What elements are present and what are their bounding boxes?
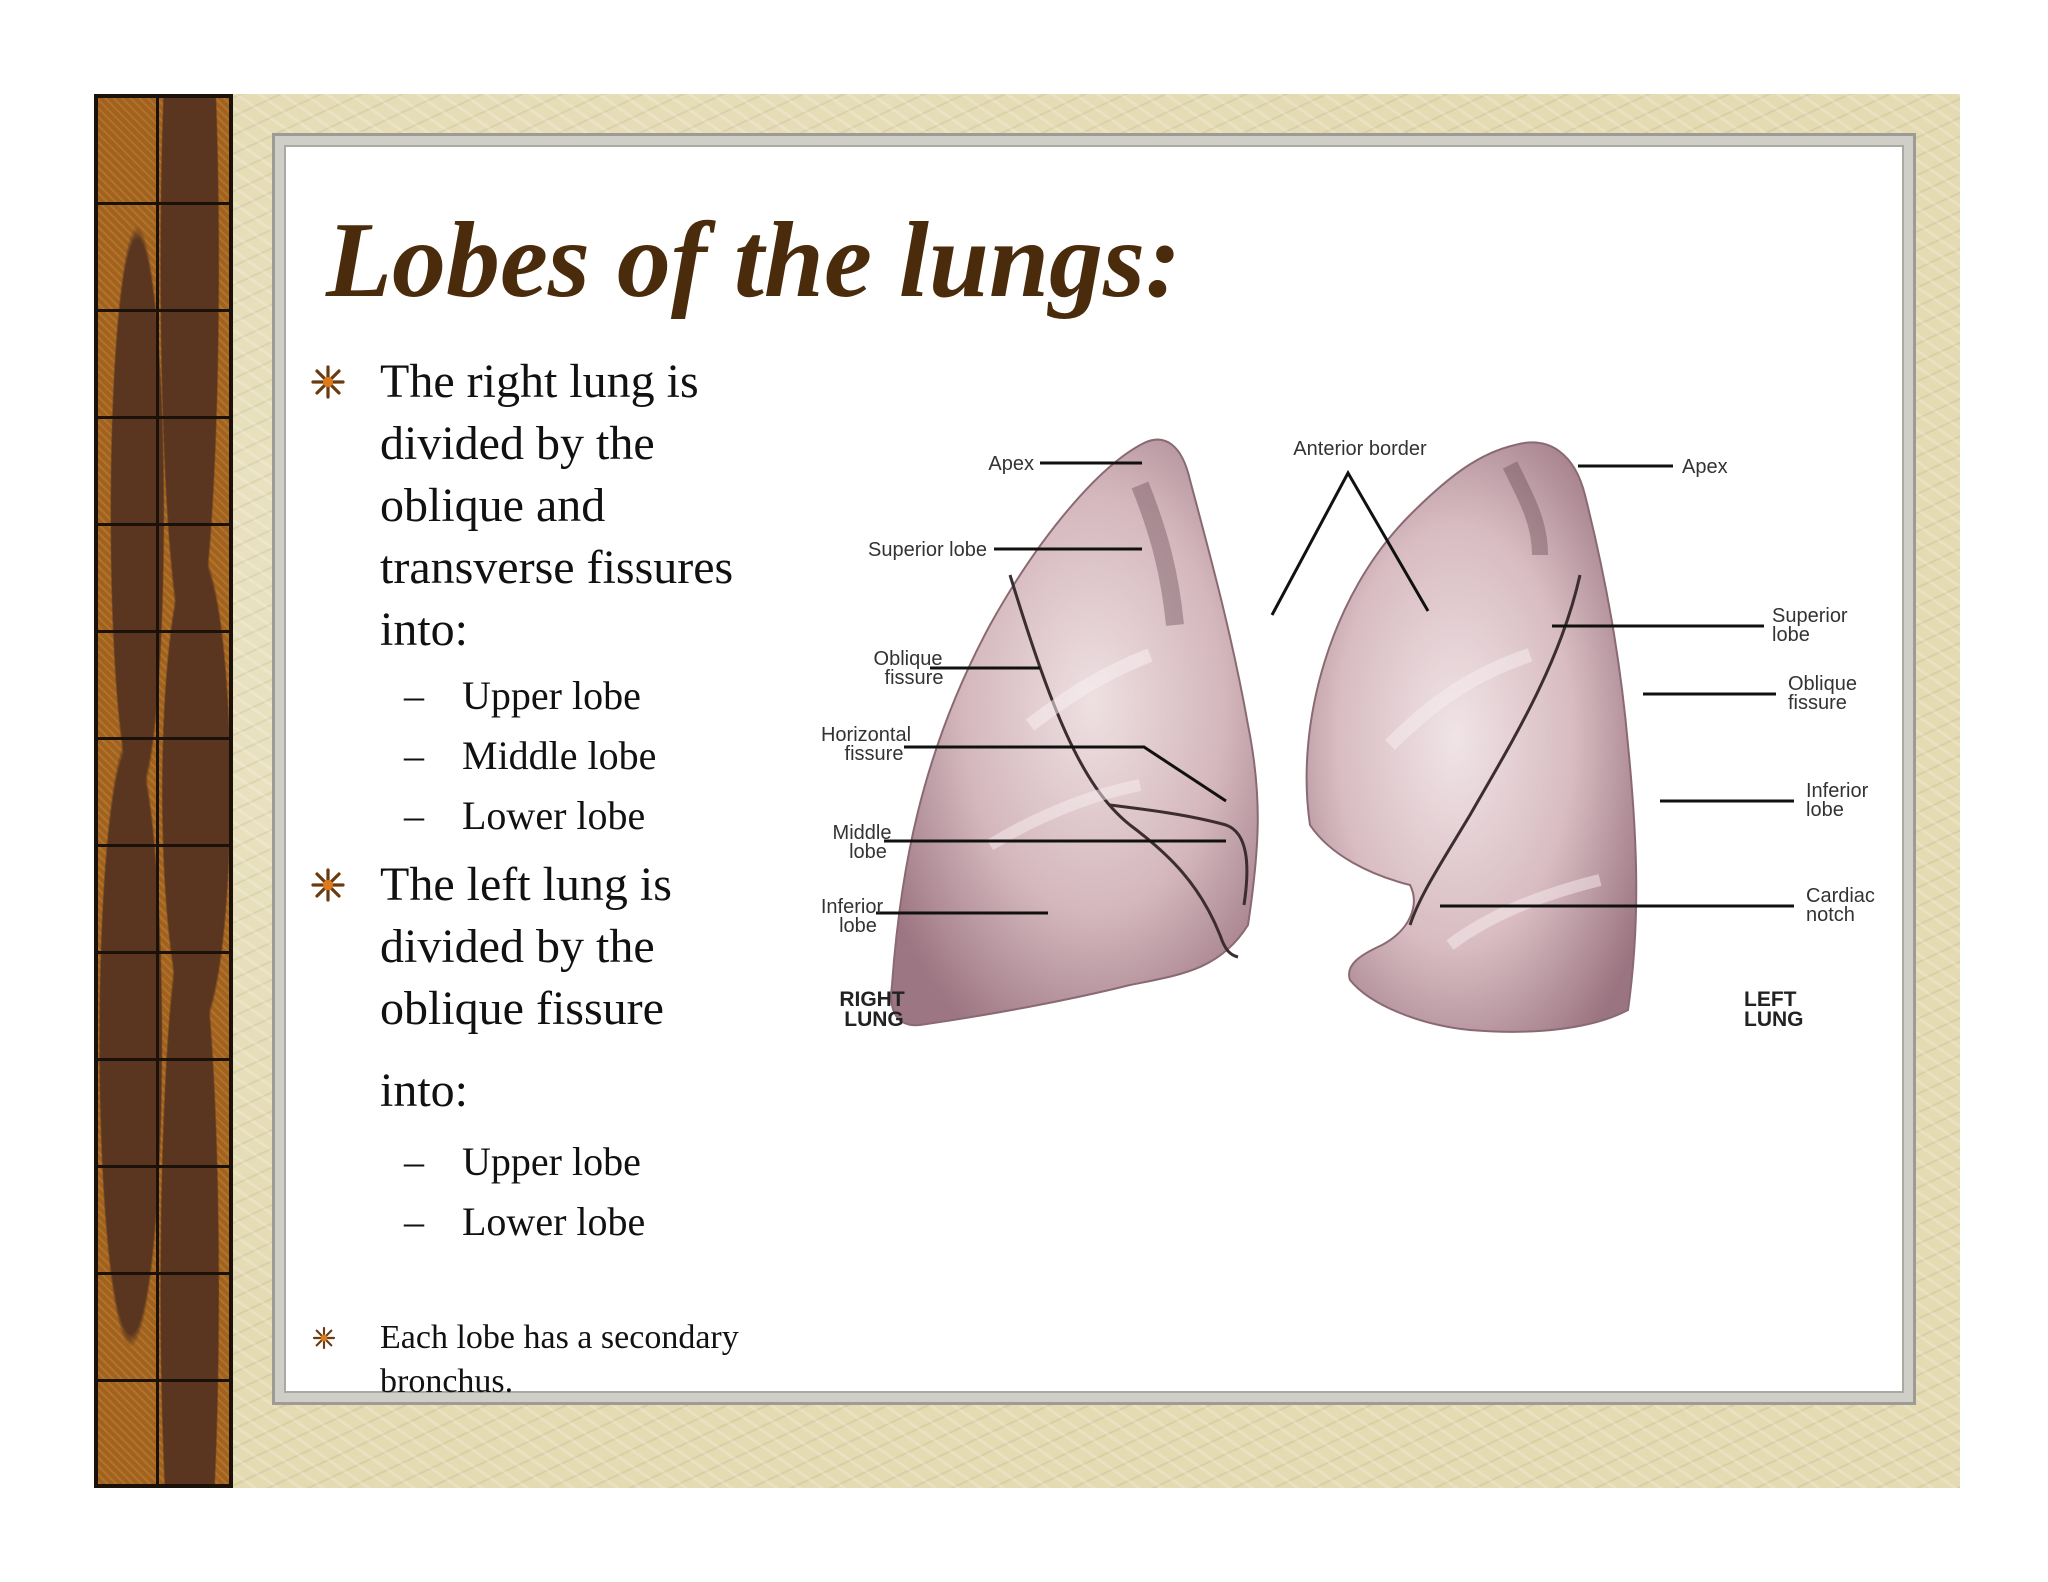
label-horizontal-fissure: fissure <box>845 743 904 765</box>
sub-item-label: Lower lobe <box>462 793 646 838</box>
star-bullet-icon <box>311 868 345 902</box>
bullet-left-lung: The left lung is divided by the oblique … <box>380 854 672 1040</box>
decorative-side-strip <box>94 94 233 1488</box>
bullet-line: bronchus. <box>380 1363 514 1400</box>
bullet-secondary-bronchus: Each lobe has a secondary bronchus. <box>380 1316 739 1404</box>
slide-title: Lobes of the lungs: <box>326 201 1182 320</box>
label-horizontal-fissure: Horizontal <box>821 724 911 746</box>
label-middle-lobe: Middle <box>833 822 892 844</box>
label-superior-lobe-right: Superior lobe <box>868 539 987 561</box>
label-apex-left: Apex <box>1682 456 1728 478</box>
bullet-line: Each lobe has a secondary <box>380 1319 739 1356</box>
star-bullet-icon <box>311 365 345 399</box>
dash-marker: – <box>404 1199 424 1244</box>
label-oblique-fissure-right: fissure <box>885 667 944 689</box>
label-superior-lobe-left: lobe <box>1772 624 1810 646</box>
sub-item-label: Upper lobe <box>462 1139 641 1184</box>
label-anterior-border: Anterior border <box>1293 438 1427 460</box>
label-apex-right: Apex <box>988 453 1034 475</box>
lungs-diagram: Apex Superior lobe Oblique fissure Horiz… <box>821 438 1875 1033</box>
label-right-lung: LUNG <box>844 1008 904 1031</box>
label-cardiac-notch: notch <box>1806 904 1855 926</box>
dash-marker: – <box>404 673 424 718</box>
right-lung-illustration <box>890 438 1259 1027</box>
bullet-line: divided by the <box>380 920 655 973</box>
label-inferior-lobe-left: Inferior <box>1806 780 1869 802</box>
bullet-line: into: <box>380 603 469 656</box>
label-oblique-fissure-left: Oblique <box>1788 673 1857 695</box>
leader-lines <box>876 461 1794 915</box>
bullet-left-lung-into: into: <box>380 1060 468 1122</box>
bullet-line: into: <box>380 1064 469 1117</box>
bullet-line: The left lung is <box>380 858 672 911</box>
bullet-line: The right lung is <box>380 355 699 408</box>
label-left-lung: LEFT <box>1744 988 1797 1011</box>
bullet-line: oblique and <box>380 479 606 532</box>
label-inferior-lobe-right: Inferior <box>821 896 884 918</box>
label-superior-lobe-left: Superior <box>1772 605 1848 627</box>
label-cardiac-notch: Cardiac <box>1806 885 1875 907</box>
label-oblique-fissure-left: fissure <box>1788 692 1847 714</box>
bullet-line: transverse fissures <box>380 541 734 594</box>
sub-item-label: Middle lobe <box>462 733 657 778</box>
dash-marker: – <box>404 733 424 778</box>
label-inferior-lobe-left: lobe <box>1806 799 1844 821</box>
label-inferior-lobe-right: lobe <box>839 915 877 937</box>
dash-marker: – <box>404 1139 424 1184</box>
dash-marker: – <box>404 793 424 838</box>
label-left-lung: LUNG <box>1744 1008 1804 1031</box>
label-right-lung: RIGHT <box>839 988 905 1011</box>
bullet-right-lung: The right lung is divided by the oblique… <box>380 351 733 661</box>
sub-item-label: Upper lobe <box>462 673 641 718</box>
bullet-line: oblique fissure <box>380 982 664 1035</box>
bullet-line: divided by the <box>380 417 655 470</box>
label-middle-lobe: lobe <box>849 841 887 863</box>
label-oblique-fissure-right: Oblique <box>874 648 943 670</box>
sub-item-label: Lower lobe <box>462 1199 646 1244</box>
left-lung-illustration <box>1305 441 1638 1033</box>
star-bullet-icon <box>312 1326 336 1350</box>
